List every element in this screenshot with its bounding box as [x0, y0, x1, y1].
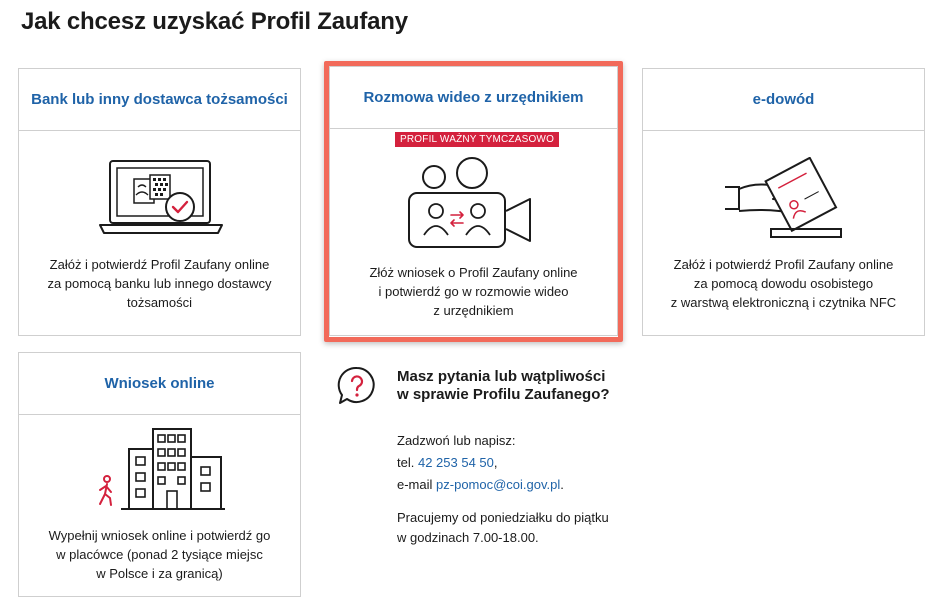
card-edowod-header: e-dowód — [643, 69, 924, 131]
help-phone-row: tel. 42 253 54 50, — [397, 452, 564, 474]
question-speech-bubble-icon — [337, 366, 375, 404]
card-video-header: Rozmowa wideo z urzędnikiem — [330, 67, 617, 129]
help-hours-line: w godzinach 7.00-18.00. — [397, 530, 539, 545]
card-video-description-line: z urzędnikiem — [433, 303, 514, 318]
card-bank-description: Załóż i potwierdź Profil Zaufany online … — [19, 255, 300, 312]
card-bank-description-line: tożsamości — [126, 295, 193, 310]
help-email-row: e-mail pz-pomoc@coi.gov.pl. — [397, 474, 564, 496]
card-edowod-description-line: Załóż i potwierdź Profil Zaufany online — [673, 257, 894, 272]
email-link[interactable]: pz-pomoc@coi.gov.pl — [436, 477, 561, 492]
card-online-description-line: w Polsce i za granicą) — [96, 566, 223, 581]
card-online-description-line: Wypełnij wniosek online i potwierdź go — [48, 528, 271, 543]
hand-id-card-icon — [725, 157, 842, 238]
help-contact-intro: Zadzwoń lub napisz: — [397, 433, 516, 448]
card-edowod-description: Załóż i potwierdź Profil Zaufany online … — [643, 255, 924, 312]
page-title: Jak chcesz uzyskać Profil Zaufany — [21, 8, 408, 35]
card-online-description-line: w placówce (ponad 2 tysiące miejsc — [56, 547, 263, 562]
card-bank[interactable]: Bank lub inny dostawca tożsamości Załóż … — [18, 68, 301, 336]
phone-link[interactable]: 42 253 54 50 — [417, 455, 494, 470]
card-bank-description-line: Załóż i potwierdź Profil Zaufany online — [49, 257, 270, 272]
card-video-description-line: i potwierdź go w rozmowie wideo — [378, 284, 569, 299]
card-bank-title[interactable]: Bank lub inny dostawca tożsamości — [31, 91, 288, 108]
card-edowod[interactable]: e-dowód Załóż i potwierdź Profil Zaufany… — [642, 68, 925, 336]
video-camera-people-icon — [408, 157, 531, 248]
card-video-title[interactable]: Rozmowa wideo z urzędnikiem — [363, 89, 584, 106]
temporary-profile-badge: PROFIL WAŻNY TYMCZASOWO — [395, 132, 560, 147]
card-online-title[interactable]: Wniosek online — [104, 375, 215, 392]
office-building-icon — [99, 428, 225, 510]
help-email-suffix: . — [560, 477, 564, 492]
help-email-label: e-mail — [397, 477, 433, 492]
help-phone-suffix: , — [493, 455, 498, 470]
card-online[interactable]: Wniosek online Wypełnij wniosek onli — [18, 352, 301, 597]
card-video-description-line: Złóż wniosek o Profil Zaufany online — [369, 265, 578, 280]
card-bank-description-line: za pomocą banku lub innego dostawcy — [47, 276, 272, 291]
card-bank-header: Bank lub inny dostawca tożsamości — [19, 69, 300, 131]
help-contact: Zadzwoń lub napisz: tel. 42 253 54 50, e… — [397, 430, 564, 496]
card-edowod-description-line: z warstwą elektroniczną i czytnika NFC — [670, 295, 897, 310]
help-hours: Pracujemy od poniedziałku do piątku w go… — [397, 508, 609, 548]
card-video[interactable]: Rozmowa wideo z urzędnikiem Złóż wniosek… — [329, 66, 618, 336]
help-title-line: w sprawie Profilu Zaufanego? — [397, 386, 610, 403]
laptop-bank-icon — [99, 160, 223, 234]
card-online-description: Wypełnij wniosek online i potwierdź go w… — [19, 526, 300, 583]
card-edowod-description-line: za pomocą dowodu osobistego — [693, 276, 874, 291]
help-title: Masz pytania lub wątpliwości w sprawie P… — [397, 368, 610, 404]
help-title-line: Masz pytania lub wątpliwości — [397, 368, 606, 385]
help-hours-line: Pracujemy od poniedziałku do piątku — [397, 510, 609, 525]
card-online-header: Wniosek online — [19, 353, 300, 415]
card-edowod-title[interactable]: e-dowód — [752, 91, 815, 108]
card-video-description: Złóż wniosek o Profil Zaufany online i p… — [330, 263, 617, 320]
help-phone-label: tel. — [397, 455, 415, 470]
